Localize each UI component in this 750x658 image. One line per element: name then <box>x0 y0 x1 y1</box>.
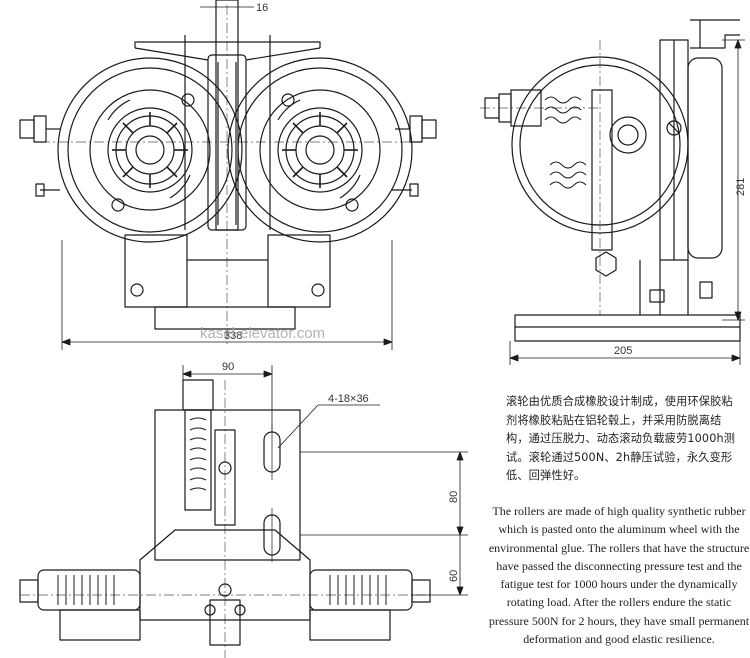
description-chinese: 滚轮由优质合成橡胶设计制成，使用环保胶粘剂将橡胶粘贴在铝轮毂上，并采用防脱离结构… <box>506 395 736 482</box>
dim-top-offset: 90 <box>222 361 234 373</box>
top-view <box>19 365 468 658</box>
dim-hole-spacing: 80 <box>448 491 460 503</box>
dim-base-height: 60 <box>448 570 460 582</box>
watermark: kasel-elevator.com <box>200 325 325 342</box>
left-roller <box>57 57 243 243</box>
front-view <box>19 0 437 350</box>
description-english: The rollers are made of high quality syn… <box>488 504 750 647</box>
side-bolts <box>19 115 437 197</box>
side-view <box>480 19 745 365</box>
dim-front-width: 338 <box>224 330 242 342</box>
spring-pack <box>544 96 587 189</box>
right-roller <box>227 57 413 243</box>
dim-side-height: 281 <box>735 178 747 196</box>
dim-side-base-width: 205 <box>614 345 632 357</box>
dim-holes: 4-18×36 <box>328 393 369 405</box>
dim-shaft-width: 16 <box>256 2 268 14</box>
